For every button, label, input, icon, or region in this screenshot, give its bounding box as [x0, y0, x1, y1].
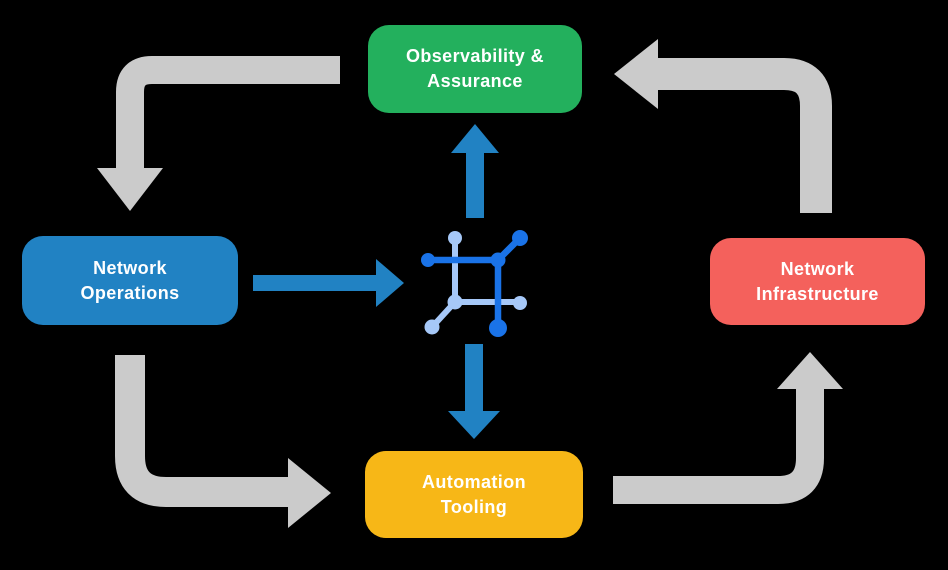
- mesh-node: [512, 230, 528, 246]
- mesh-node: [448, 231, 462, 245]
- mesh-junction: [447, 294, 463, 310]
- arrow-head-right-icon: [376, 259, 404, 307]
- arrow-head-right-icon: [288, 458, 331, 528]
- arrow-shaft: [658, 58, 832, 213]
- arrow-automation-to-infrastructure: [613, 352, 843, 504]
- node-label-line: Network: [780, 258, 855, 279]
- arrow-shaft: [115, 355, 288, 507]
- mesh-node: [489, 319, 507, 337]
- arrow-head-left-icon: [614, 39, 658, 109]
- node-label-line: Operations: [80, 282, 180, 303]
- node-label-line: Network: [93, 257, 167, 278]
- arrow-center-to-observability: [451, 124, 499, 218]
- node-label-line: Automation: [422, 471, 526, 492]
- arrow-shaft: [116, 56, 340, 170]
- node-network-operations: Network Operations: [22, 236, 238, 325]
- arrow-head-down-icon: [97, 168, 163, 211]
- mesh-node: [424, 319, 440, 335]
- mesh-junction: [490, 252, 506, 268]
- node-observability-assurance: Observability & Assurance: [368, 25, 582, 113]
- arrow-head-down-icon: [448, 411, 500, 439]
- network-mesh-icon: [421, 230, 528, 337]
- mesh-node: [513, 296, 527, 310]
- arrow-observability-to-operations: [97, 56, 340, 211]
- arrow-center-to-automation: [448, 344, 500, 439]
- arrow-head-up-icon: [451, 124, 499, 153]
- arrow-shaft: [613, 388, 824, 504]
- arrow-head-up-icon: [777, 352, 843, 389]
- node-label-line: Infrastructure: [756, 283, 879, 304]
- node-label-line: Assurance: [427, 71, 523, 91]
- mesh-node: [421, 253, 435, 267]
- network-mesh-dark-branches: [421, 230, 528, 337]
- arrow-operations-to-center: [253, 259, 404, 307]
- node-label-line: Tooling: [440, 496, 508, 517]
- network-mesh-light-branches: [424, 231, 527, 335]
- arrow-operations-to-automation: [115, 355, 331, 528]
- node-automation-tooling: Automation Tooling: [365, 451, 583, 538]
- arrow-infrastructure-to-observability: [614, 39, 832, 213]
- node-network-infrastructure: Network Infrastructure: [710, 238, 925, 325]
- node-label-line: Observability &: [405, 46, 545, 66]
